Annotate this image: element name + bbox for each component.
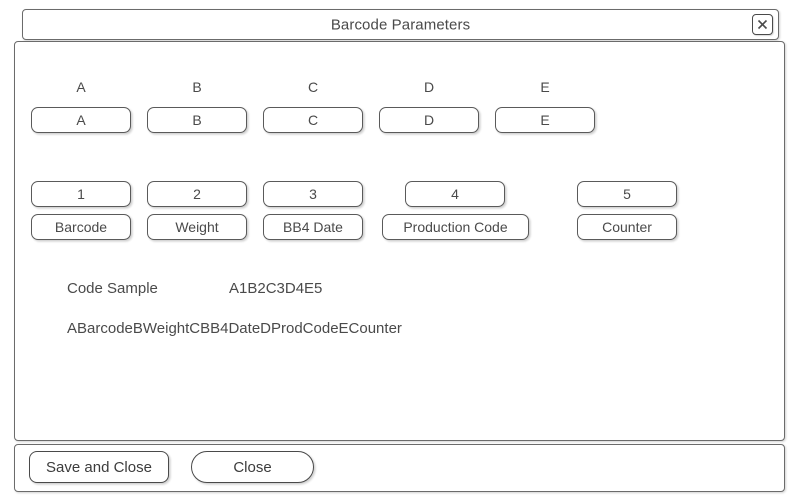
field-button-weight[interactable]: Weight [147, 214, 247, 240]
window-title: Barcode Parameters [330, 16, 471, 33]
close-button[interactable]: Close [191, 451, 314, 483]
letter-button-d[interactable]: D [379, 107, 479, 133]
column-label-c: C [307, 79, 319, 95]
letter-button-b[interactable]: B [147, 107, 247, 133]
save-and-close-button[interactable]: Save and Close [29, 451, 169, 483]
close-icon[interactable] [752, 14, 773, 35]
number-button-5[interactable]: 5 [577, 181, 677, 207]
field-button-production-code[interactable]: Production Code [382, 214, 529, 240]
letter-button-e[interactable]: E [495, 107, 595, 133]
column-label-d: D [423, 79, 435, 95]
window-titlebar: Barcode Parameters [22, 9, 779, 40]
field-button-bb4-date[interactable]: BB4 Date [263, 214, 363, 240]
code-sample-pattern: A1B2C3D4E5 [229, 280, 323, 297]
letter-button-a[interactable]: A [31, 107, 131, 133]
code-sample-label: Code Sample [67, 280, 158, 297]
footer-panel: Save and Close Close [14, 444, 785, 492]
letter-button-c[interactable]: C [263, 107, 363, 133]
field-button-barcode[interactable]: Barcode [31, 214, 131, 240]
number-button-3[interactable]: 3 [263, 181, 363, 207]
field-button-counter[interactable]: Counter [577, 214, 677, 240]
column-label-e: E [540, 79, 550, 95]
number-button-1[interactable]: 1 [31, 181, 131, 207]
number-button-2[interactable]: 2 [147, 181, 247, 207]
column-label-a: A [76, 79, 86, 95]
code-sample-expanded: ABarcodeBWeightCBB4DateDProdCodeECounter [67, 320, 402, 337]
number-button-4[interactable]: 4 [405, 181, 505, 207]
barcode-parameters-window: Barcode Parameters A B C D E A B C D E 1… [8, 8, 787, 494]
column-label-b: B [192, 79, 202, 95]
content-panel: A B C D E A B C D E 1 2 3 4 5 Barcode We… [14, 41, 785, 441]
